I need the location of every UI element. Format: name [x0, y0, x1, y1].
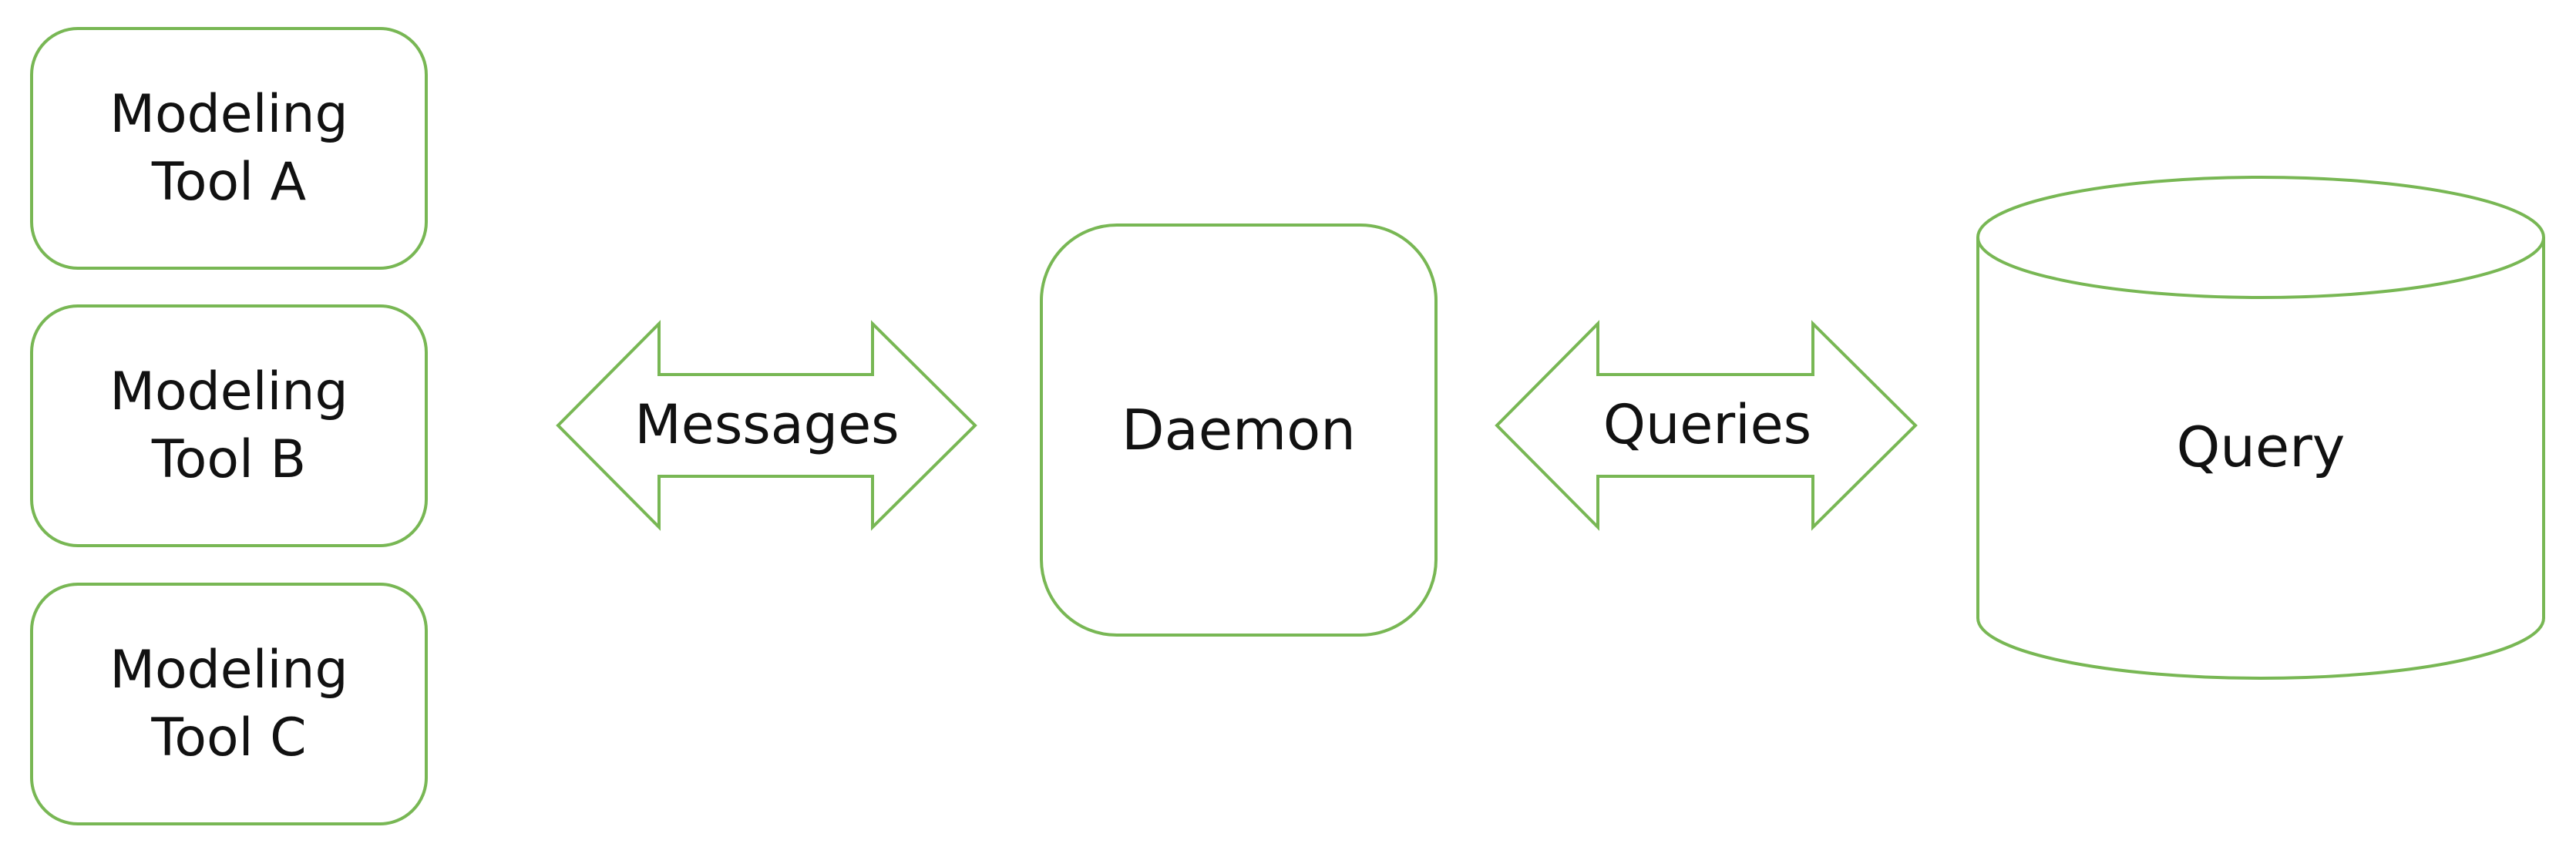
modeling-tool-a-box: Modeling Tool A	[30, 27, 428, 270]
queries-double-arrow	[1495, 320, 1918, 531]
database-label: Query	[2176, 415, 2346, 479]
messages-double-arrow	[556, 320, 977, 531]
database-cylinder-body	[1976, 237, 2545, 680]
database-cylinder-top	[1976, 176, 2545, 299]
daemon-box: Daemon	[1040, 224, 1438, 637]
modeling-tool-b-box: Modeling Tool B	[30, 304, 428, 547]
queries-label: Queries	[1602, 393, 1812, 456]
messages-label: Messages	[634, 393, 900, 456]
modeling-tool-c-box: Modeling Tool C	[30, 583, 428, 825]
